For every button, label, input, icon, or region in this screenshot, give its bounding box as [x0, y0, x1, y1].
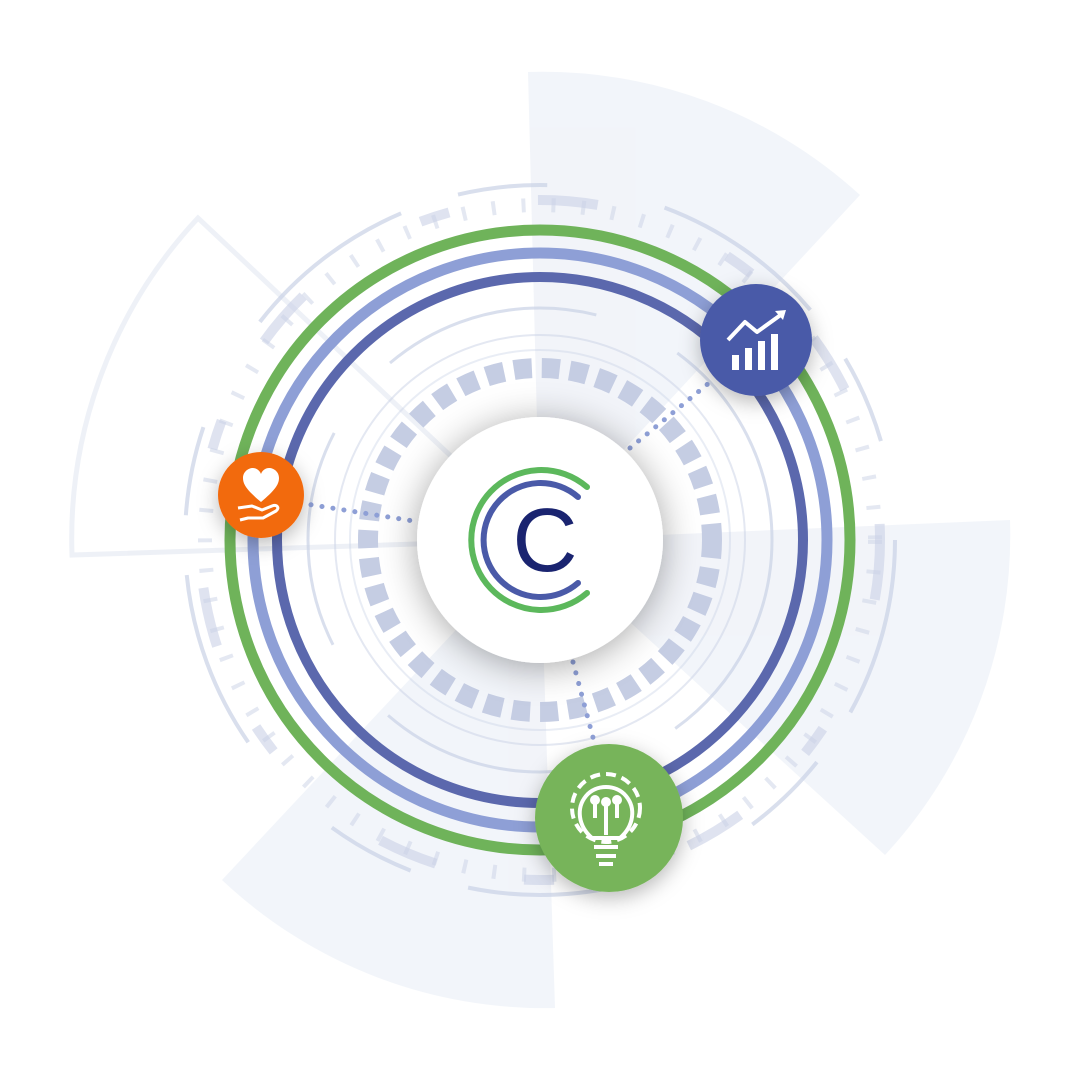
- background-sectors: [69, 71, 1011, 1009]
- growth-chart-node: [700, 284, 812, 396]
- logo: C: [417, 417, 663, 663]
- dashed-segment-ring: [358, 358, 722, 722]
- logo-letter: C: [513, 491, 578, 591]
- dotted-connectors: [297, 375, 718, 748]
- tech-arcs: [183, 183, 897, 897]
- growth-chart-icon: [726, 310, 786, 370]
- lightbulb-gear-node: [535, 744, 683, 892]
- heart-in-hand-icon: [237, 468, 280, 522]
- heart-in-hand-node: [218, 452, 304, 538]
- lightbulb-gear-icon: [570, 772, 642, 866]
